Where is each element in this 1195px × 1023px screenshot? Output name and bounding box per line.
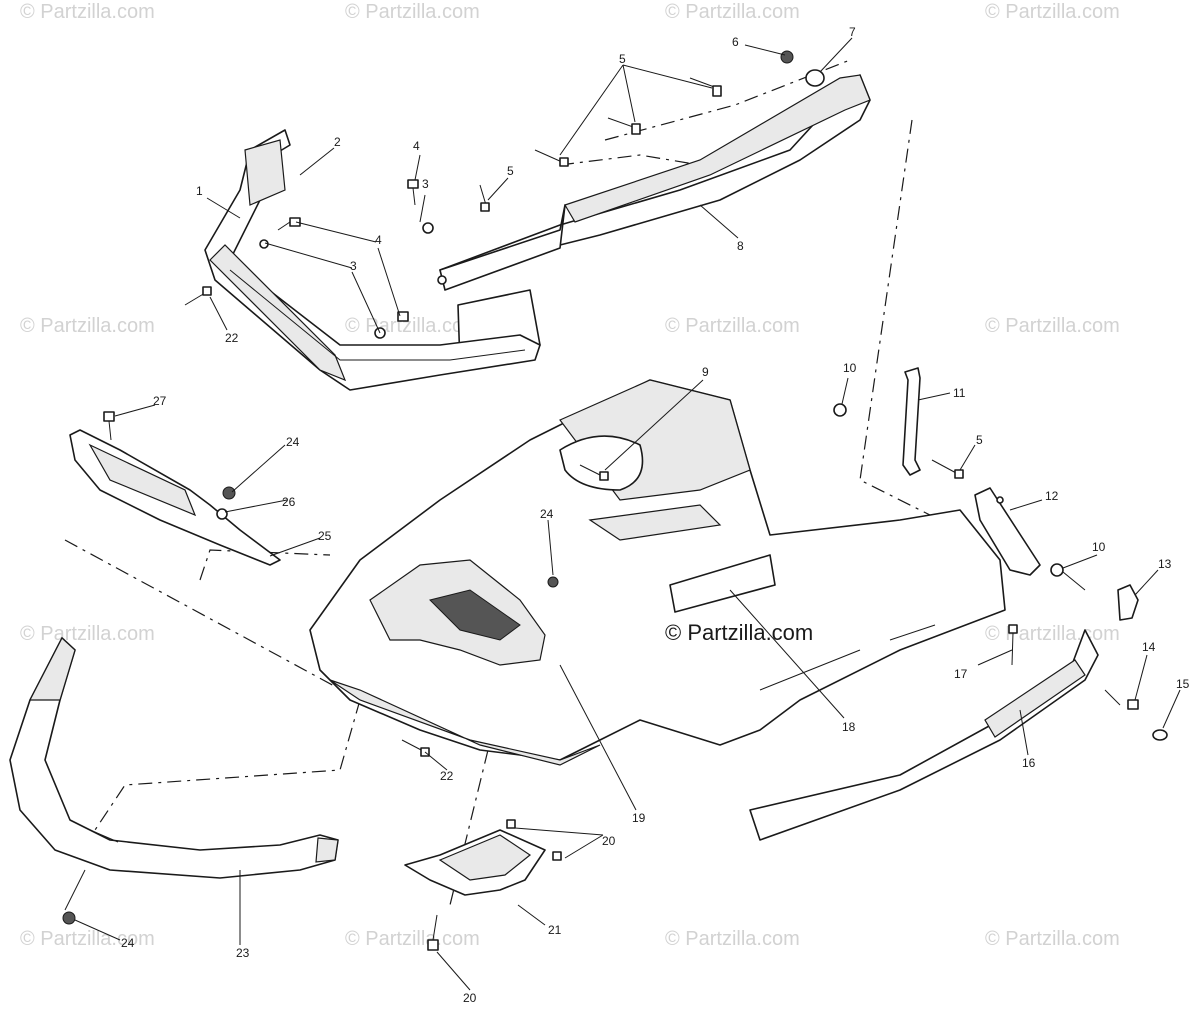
callout-label: 4 xyxy=(413,139,420,153)
washer-icon xyxy=(422,222,434,234)
fastener-icon xyxy=(1050,563,1086,591)
side-panel-part xyxy=(69,429,281,566)
callout-label: 23 xyxy=(236,946,250,960)
callout-label: 3 xyxy=(422,177,429,191)
watermark: © Partzilla.com xyxy=(20,623,155,645)
bolt-icon xyxy=(397,311,409,322)
watermark-layer: © Partzilla.com © Partzilla.com © Partzi… xyxy=(20,1,1120,950)
callout-label: 12 xyxy=(1045,489,1059,503)
rivet-icon xyxy=(689,77,722,97)
callout-label: 10 xyxy=(843,361,857,375)
bushing-icon xyxy=(805,69,825,87)
callout-label: 16 xyxy=(1022,756,1036,770)
rivet-icon xyxy=(607,117,641,135)
bolt-icon xyxy=(427,914,439,951)
watermark: © Partzilla.com xyxy=(985,623,1120,645)
upper-crossbar-part xyxy=(437,74,871,366)
leader-lines xyxy=(64,37,1181,991)
rivet-icon xyxy=(534,149,569,167)
callout-label: 20 xyxy=(463,991,477,1005)
watermark: © Partzilla.com xyxy=(985,315,1120,337)
callout-label: 6 xyxy=(732,35,739,49)
clip-part xyxy=(1117,584,1139,621)
callout-label: 27 xyxy=(153,394,167,408)
rivet-icon xyxy=(1008,624,1018,666)
hood-body-part xyxy=(309,379,1006,766)
nut-icon xyxy=(62,911,76,925)
callout-label: 8 xyxy=(737,239,744,253)
bolt-icon xyxy=(277,217,301,231)
watermark: © Partzilla.com xyxy=(985,1,1120,23)
nut-icon xyxy=(222,486,236,500)
watermark: © Partzilla.com xyxy=(20,315,155,337)
center-watermark: © Partzilla.com xyxy=(665,620,813,645)
rivet-icon xyxy=(552,851,562,861)
ring-part xyxy=(1152,729,1168,741)
callout-label: 19 xyxy=(632,811,646,825)
callout-label: 17 xyxy=(954,667,968,681)
callout-label: 24 xyxy=(286,435,300,449)
callout-layer: 1 2 3 3 4 4 5 5 5 6 7 8 9 10 10 11 12 13… xyxy=(121,25,1190,1005)
callout-label: 15 xyxy=(1176,677,1190,691)
front-bracket-part xyxy=(204,129,541,391)
fastener-icon xyxy=(833,403,847,417)
watermark: © Partzilla.com xyxy=(20,1,155,23)
rivet-icon xyxy=(184,286,212,306)
callout-label: 21 xyxy=(548,923,562,937)
callout-label: 20 xyxy=(602,834,616,848)
callout-label: 1 xyxy=(196,184,203,198)
callout-label: 24 xyxy=(121,936,135,950)
watermark: © Partzilla.com xyxy=(665,315,800,337)
callout-label: 5 xyxy=(976,433,983,447)
callout-label: 3 xyxy=(350,259,357,273)
callout-label: 18 xyxy=(842,720,856,734)
callout-label: 10 xyxy=(1092,540,1106,554)
nut-icon xyxy=(780,50,794,64)
callout-label: 22 xyxy=(225,331,239,345)
rivet-icon xyxy=(479,184,490,212)
watermark: © Partzilla.com xyxy=(665,928,800,950)
strut-part xyxy=(902,367,921,476)
callout-label: 7 xyxy=(849,25,856,39)
callout-label: 2 xyxy=(334,135,341,149)
watermark: © Partzilla.com xyxy=(345,928,480,950)
bolt-icon xyxy=(1104,689,1139,710)
nut-icon xyxy=(547,576,559,588)
watermark: © Partzilla.com xyxy=(345,1,480,23)
bolt-icon xyxy=(407,179,419,206)
callout-label: 26 xyxy=(282,495,296,509)
callout-label: 14 xyxy=(1142,640,1156,654)
callout-label: 5 xyxy=(619,52,626,66)
callout-label: 4 xyxy=(375,233,382,247)
front-bumper-part xyxy=(749,629,1099,841)
side-bracket-part xyxy=(974,487,1041,576)
bolt-icon xyxy=(103,411,115,441)
callout-label: 9 xyxy=(702,365,709,379)
rivet-icon xyxy=(931,459,964,479)
callout-label: 25 xyxy=(318,529,332,543)
watermark: © Partzilla.com xyxy=(665,1,800,23)
callout-label: 22 xyxy=(440,769,454,783)
callout-label: 5 xyxy=(507,164,514,178)
rivet-icon xyxy=(401,739,430,757)
rivet-icon xyxy=(579,464,609,481)
washer-icon xyxy=(216,508,228,520)
callout-label: 13 xyxy=(1158,557,1172,571)
callout-label: 11 xyxy=(953,386,966,400)
watermark: © Partzilla.com xyxy=(985,928,1120,950)
callout-label: 24 xyxy=(540,507,554,521)
watermark: © Partzilla.com xyxy=(20,928,155,950)
skid-plate-part xyxy=(404,829,546,896)
lower-bumper-part xyxy=(9,637,339,879)
rivet-icon xyxy=(506,819,516,829)
